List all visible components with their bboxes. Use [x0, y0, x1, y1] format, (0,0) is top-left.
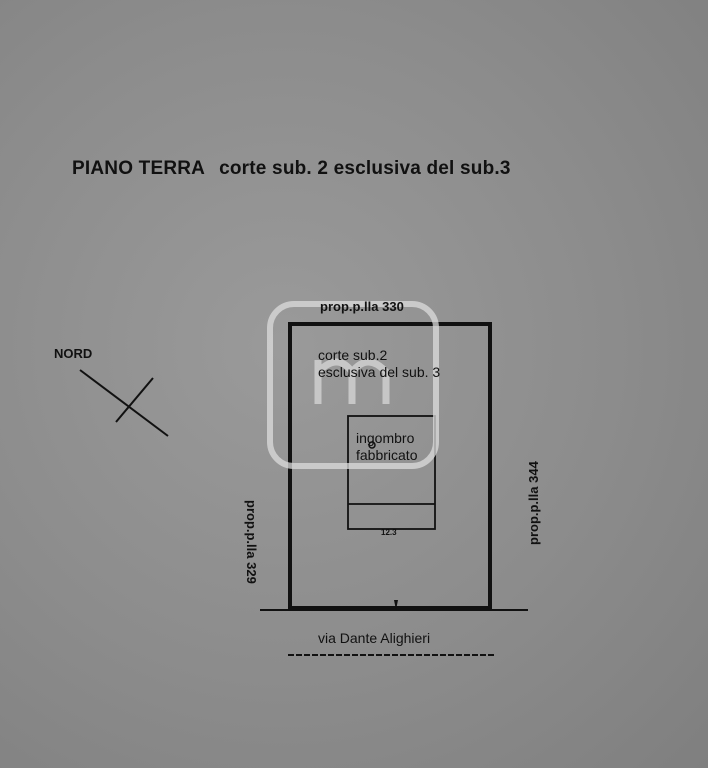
watermark-logo	[267, 301, 439, 469]
building-dimension: 12.3	[381, 528, 397, 537]
building-label-line2: fabbricato	[356, 447, 418, 463]
entrance-marker	[394, 600, 398, 610]
street-label: via Dante Alighieri	[318, 630, 431, 646]
building-marker	[368, 441, 376, 449]
building-footprint	[347, 415, 436, 530]
compass-needle	[79, 369, 169, 437]
drawing-title: PIANO TERRA corte sub. 2 esclusiva del su…	[72, 158, 511, 180]
right-neighbor-label: prop.p.lla 344	[526, 461, 541, 545]
court-label-line2: esclusiva del sub. 3	[318, 364, 441, 380]
building-label-line1: ingombro	[356, 430, 415, 446]
watermark-letter	[314, 358, 390, 404]
top-neighbor-label: prop.p.lla 330	[320, 299, 404, 314]
court-description: corte sub. 2 esclusiva del sub.3	[219, 158, 511, 179]
building-label: ingombro fabbricato	[356, 430, 417, 464]
compass-crossbar	[115, 377, 154, 423]
court-label-line1: corte sub.2	[318, 347, 388, 363]
court-label: corte sub.2 esclusiva del sub. 3	[318, 347, 440, 381]
floor-label: PIANO TERRA	[72, 158, 206, 179]
north-label: NORD	[54, 346, 93, 361]
left-neighbor-label: prop.p.lla 329	[244, 500, 259, 584]
